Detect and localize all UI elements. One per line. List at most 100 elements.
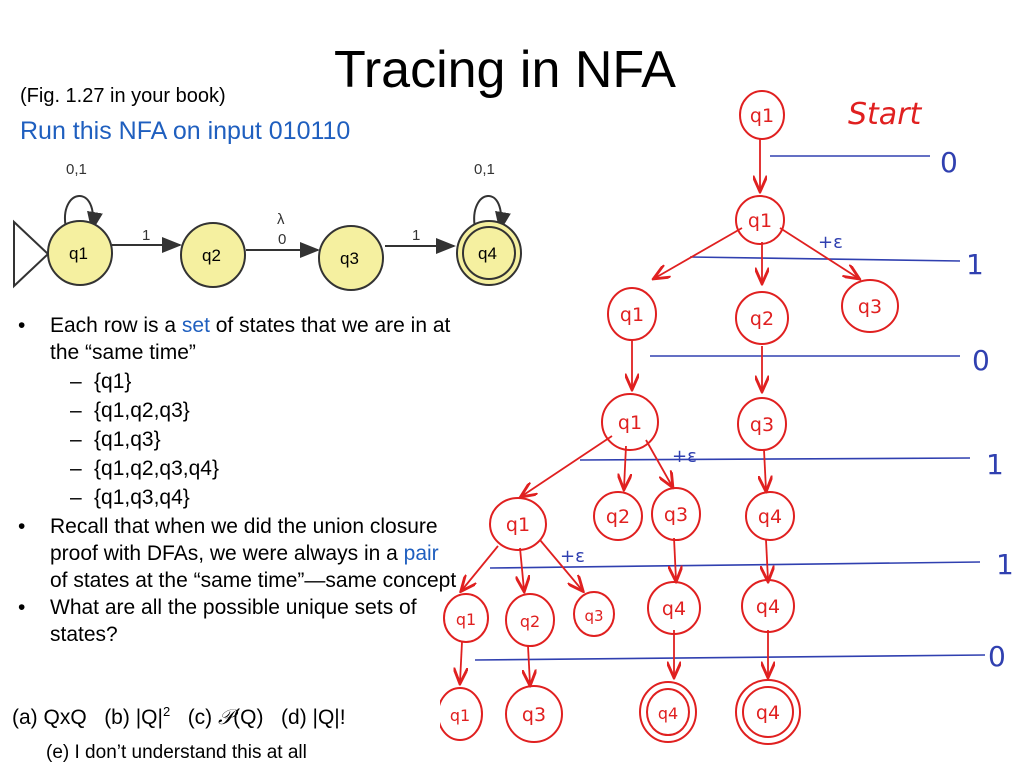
nfa-diagram: 0,1 0,1 1 λ 0 1 q1 q2 q3 q4 (13, 161, 522, 291)
bullet-text: Recall that when we did the union closur… (50, 515, 438, 565)
powerset-symbol: 𝒫 (218, 706, 234, 729)
trace-node-label: q1 (450, 706, 470, 725)
trace-arrow (766, 539, 768, 580)
dash-marker: – (70, 457, 82, 480)
answer-choices: (a) QxQ (b) |Q|2 (c) 𝒫(Q) (d) |Q|! (12, 704, 346, 730)
trace-node-label: q1 (750, 105, 774, 127)
q4-self-loop (473, 195, 511, 232)
trace-node-circle (639, 681, 697, 743)
edge-q2-q3-label-lambda: λ (277, 211, 285, 228)
bullet-item: • What are all the possible unique sets … (18, 594, 458, 648)
trace-node-label: q3 (522, 704, 546, 726)
epsilon-label: +ε (560, 546, 585, 567)
state-q3-label: q3 (340, 249, 359, 268)
answer-e: (e) I don’t understand this at all (46, 742, 307, 763)
trace-node-circle (647, 581, 701, 635)
trace-node-label: q2 (520, 612, 540, 631)
answer-a: (a) QxQ (12, 706, 87, 729)
trace-node-circle (742, 686, 794, 738)
q4-loop-label: 0,1 (474, 161, 495, 178)
bullet-dot: • (18, 515, 26, 538)
separator-line (474, 654, 986, 661)
set-text: {q1} (94, 370, 132, 393)
run-instruction: Run this NFA on input 010110 (20, 117, 351, 145)
state-q4: q4 (456, 220, 522, 286)
dash-marker: – (70, 486, 82, 509)
trace-tree: Start 0 1 0 1 1 0 +ε +ε +ε (440, 90, 1014, 745)
set-item: –{q1,q2,q3} (18, 397, 458, 424)
trace-node-label: q3 (584, 607, 603, 625)
trace-arrow (764, 449, 766, 490)
trace-node-circle (573, 591, 615, 637)
input-symbol: 0 (972, 344, 990, 377)
separator-line (579, 457, 971, 461)
trace-arrow (520, 547, 524, 590)
highlight-word: set (181, 314, 210, 337)
epsilon-label: +ε (672, 446, 697, 467)
trace-node-label: q1 (748, 210, 772, 232)
set-item: –{q1} (18, 368, 458, 395)
trace-arrow (522, 435, 613, 496)
trace-node-label: q3 (664, 504, 688, 526)
trace-arrow (528, 645, 530, 684)
trace-arrow (645, 439, 672, 486)
trace-node-circle (745, 491, 795, 541)
set-text: {q1,q3,q4} (94, 486, 190, 509)
bullet-item: • Each row is a set of states that we ar… (18, 312, 458, 366)
trace-node-circle (505, 593, 555, 647)
trace-node-circle (739, 90, 785, 140)
answer-b: (b) |Q|2 (104, 704, 171, 729)
trace-arrow (539, 539, 582, 590)
trace-node-label: q1 (456, 610, 476, 629)
bullet-text: What are all the possible unique sets of… (50, 596, 417, 646)
set-text: {q1,q2,q3} (94, 399, 190, 422)
bullet-text: of states at the “same time”—same concep… (50, 569, 457, 592)
bullet-item: • Recall that when we did the union clos… (18, 513, 458, 594)
bullet-dot: • (18, 314, 26, 337)
trace-node-circle (601, 393, 659, 451)
dash-marker: – (70, 370, 82, 393)
dash-marker: – (70, 428, 82, 451)
trace-node-label: q4 (756, 702, 780, 724)
trace-arrow (779, 227, 858, 278)
trace-node-label: q3 (750, 414, 774, 436)
input-symbol: 0 (988, 640, 1006, 673)
trace-node-label: q4 (758, 506, 782, 528)
input-symbol: 1 (996, 548, 1014, 581)
trace-node-label: q1 (620, 304, 644, 326)
trace-node-circle (443, 593, 489, 643)
set-text: {q1,q3} (94, 428, 161, 451)
set-item: –{q1,q3,q4} (18, 484, 458, 511)
highlight-word: pair (403, 542, 439, 565)
set-item: –{q1,q2,q3,q4} (18, 455, 458, 482)
slide-title: Tracing in NFA (334, 41, 676, 99)
trace-node-circle (651, 487, 701, 541)
edge-q2-q3-label-0: 0 (278, 231, 286, 248)
state-q4-label: q4 (478, 244, 497, 263)
state-q2: q2 (180, 222, 246, 288)
trace-node-circle (741, 579, 795, 633)
trace-node-circle (593, 491, 643, 541)
trace-node-circle (735, 195, 785, 245)
state-q2-label: q2 (202, 246, 221, 265)
state-q3: q3 (318, 225, 384, 291)
state-q1: q1 (47, 220, 113, 286)
answer-d: (d) |Q|! (281, 706, 346, 729)
trace-arrow (462, 545, 499, 590)
trace-node-circle (735, 679, 801, 745)
trace-node-circle (737, 397, 787, 451)
trace-arrow (674, 537, 676, 580)
trace-node-label: q2 (750, 308, 774, 330)
trace-node-circle (646, 688, 690, 736)
figure-reference: (Fig. 1.27 in your book) (20, 85, 226, 107)
trace-node-label: q4 (662, 598, 686, 620)
separator-line (689, 256, 961, 262)
separator-line (489, 561, 981, 569)
set-item: –{q1,q3} (18, 426, 458, 453)
trace-node-circle (489, 497, 547, 551)
answer-c: (c) 𝒫(Q) (187, 706, 264, 729)
trace-node-circle (607, 287, 657, 341)
trace-node-label: q4 (756, 596, 780, 618)
set-text: {q1,q2,q3,q4} (94, 457, 219, 480)
state-q1-label: q1 (69, 244, 88, 263)
